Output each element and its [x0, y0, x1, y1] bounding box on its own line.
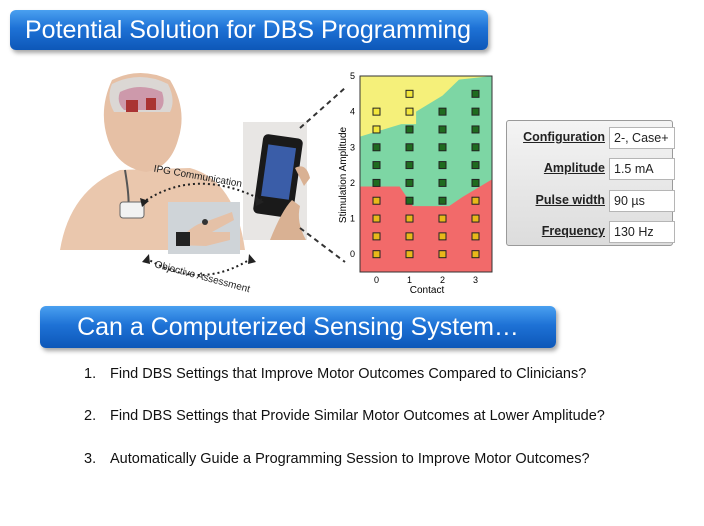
region-low	[360, 179, 492, 272]
stimulation-settings-panel: Configuration 2-, Case+ Amplitude 1.5 mA…	[506, 120, 675, 246]
data-marker	[471, 250, 480, 259]
y-tick-label: 1	[350, 214, 355, 224]
data-marker	[372, 232, 381, 241]
setting-label: Configuration	[523, 130, 605, 144]
data-marker	[471, 125, 480, 134]
question-number: 1.	[84, 366, 97, 382]
data-marker	[405, 125, 414, 134]
tablet-photo	[243, 122, 310, 240]
data-marker	[438, 214, 447, 223]
data-marker	[471, 143, 480, 152]
question-item: 1. Find DBS Settings that Improve Motor O…	[84, 366, 586, 382]
data-marker	[372, 107, 381, 116]
hand-sensor-photo	[168, 202, 240, 254]
data-marker	[471, 178, 480, 187]
setting-value: 2-, Case+	[609, 127, 675, 149]
y-tick-label: 3	[350, 142, 355, 152]
data-marker	[438, 161, 447, 170]
x-tick-label: 1	[407, 275, 412, 285]
chart-xlabel: Contact	[410, 285, 445, 296]
data-marker	[471, 196, 480, 205]
data-marker	[471, 232, 480, 241]
question-number: 2.	[84, 408, 97, 424]
data-marker	[405, 232, 414, 241]
data-marker	[405, 107, 414, 116]
question-text: Automatically Guide a Programming Sessio…	[110, 451, 590, 467]
data-marker	[471, 161, 480, 170]
question-item: 2. Find DBS Settings that Provide Similar…	[84, 408, 605, 424]
question-title: Can a Computerized Sensing System…	[40, 306, 556, 348]
data-marker	[405, 178, 414, 187]
setting-amplitude: Amplitude 1.5 mA	[513, 158, 675, 180]
patient-figure	[60, 73, 245, 250]
question-number: 3.	[84, 451, 97, 467]
x-tick-label: 2	[440, 275, 445, 285]
setting-configuration: Configuration 2-, Case+	[513, 127, 675, 149]
setting-value: 1.5 mA	[609, 158, 675, 180]
setting-value: 90 µs	[609, 190, 675, 212]
page-title: Potential Solution for DBS Programming	[10, 10, 488, 50]
data-marker	[405, 214, 414, 223]
data-marker	[438, 178, 447, 187]
data-marker	[372, 161, 381, 170]
data-marker	[471, 89, 480, 98]
setting-value: 130 Hz	[609, 221, 675, 243]
data-marker	[471, 214, 480, 223]
data-marker	[438, 125, 447, 134]
data-marker	[438, 143, 447, 152]
data-marker	[372, 250, 381, 259]
data-marker	[438, 232, 447, 241]
data-marker	[372, 125, 381, 134]
setting-pulse-width: Pulse width 90 µs	[513, 190, 675, 212]
data-marker	[438, 250, 447, 259]
data-marker	[405, 143, 414, 152]
question-text: Find DBS Settings that Provide Similar M…	[110, 408, 605, 424]
data-marker	[405, 196, 414, 205]
setting-frequency: Frequency 130 Hz	[513, 221, 675, 243]
data-marker	[405, 89, 414, 98]
data-marker	[372, 178, 381, 187]
question-item: 3. Automatically Guide a Programming Sess…	[84, 451, 590, 467]
objective-assessment-arrow	[145, 257, 253, 276]
data-marker	[405, 250, 414, 259]
data-marker	[405, 161, 414, 170]
data-marker	[372, 143, 381, 152]
y-tick-label: 0	[350, 249, 355, 259]
chart-frame	[359, 75, 493, 273]
chart-ylabel: Stimulation Amplitude	[338, 126, 349, 223]
question-text: Find DBS Settings that Improve Motor Out…	[110, 366, 587, 382]
data-marker	[372, 196, 381, 205]
data-marker	[372, 214, 381, 223]
data-marker	[438, 107, 447, 116]
ipg-communication-arrow	[141, 182, 263, 204]
y-tick-label: 5	[350, 71, 355, 81]
y-tick-label: 2	[350, 178, 355, 188]
x-tick-label: 0	[374, 275, 379, 285]
data-marker	[438, 196, 447, 205]
setting-label: Amplitude	[543, 161, 605, 175]
setting-label: Frequency	[541, 224, 605, 238]
data-marker	[471, 107, 480, 116]
setting-label: Pulse width	[535, 193, 605, 207]
y-tick-label: 4	[350, 107, 355, 117]
x-tick-label: 3	[473, 275, 478, 285]
